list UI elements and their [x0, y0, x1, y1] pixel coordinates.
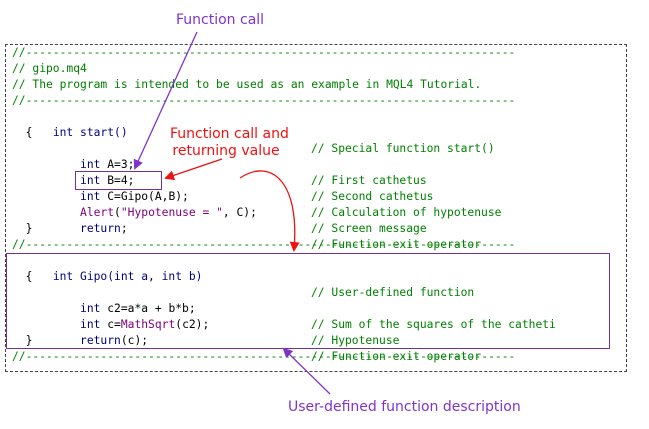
code-line-b: int B=4; // Second cathetus [12, 157, 622, 203]
code-text: ; [120, 222, 128, 235]
code-listing: //--------------------------------------… [12, 45, 556, 429]
code-alert-function: Alert [80, 206, 115, 219]
annotation-call-and-return-line1: Function call and [170, 126, 289, 142]
separator-line: //--------------------------------------… [12, 94, 516, 107]
code-line-gipo-signature: int Gipo(int a, int b) // User-defined f… [12, 253, 622, 299]
code-string: "Hypotenuse = " [120, 206, 223, 219]
code-comment: // Sum of the squares of the catheti [311, 318, 556, 331]
code-line-c: int C=Gipo(A,B); // Calculation of hypot… [12, 173, 622, 219]
code-line-sqrt: int c=MathSqrt(c2); // Hypotenuse [12, 301, 622, 347]
annotation-udf-description: User-defined function description [288, 399, 521, 415]
annotation-function-call: Function call [176, 12, 265, 28]
code-comment: // Function exit operator [311, 238, 482, 251]
annotation-call-and-return-line2: returning value [172, 143, 280, 159]
header-description-comment: // The program is intended to be used as… [12, 78, 482, 91]
code-keyword: int [80, 190, 101, 203]
code-start-signature: int start() [52, 126, 128, 139]
annotation-call-and-return: Function call and returning value [170, 126, 289, 160]
code-keyword: return [80, 222, 121, 235]
code-text: c= [100, 318, 121, 331]
code-comment: // Special function start() [311, 142, 495, 155]
code-comment: // Function exit operator [311, 350, 482, 363]
code-gipo-signature: int Gipo(int a, int b) [52, 270, 203, 283]
code-text: A=3; [100, 158, 135, 171]
code-line-start: int start() // Special function start() [12, 109, 622, 155]
code-line-return1: return; // Function exit operator [12, 205, 622, 251]
separator-line: //--------------------------------------… [12, 350, 516, 363]
separator-line: //--------------------------------------… [12, 238, 516, 251]
code-line-c2: int c2=a*a + b*b; // Sum of the squares … [12, 285, 622, 331]
code-comment: // User-defined function [311, 286, 475, 299]
code-keyword: int [80, 174, 101, 187]
code-text: C= [100, 190, 121, 203]
code-text: c2=a*a + b*b; [100, 302, 196, 315]
arrow-call-return-back [164, 158, 223, 181]
header-filename-comment: // gipo.mq4 [12, 62, 87, 75]
code-mathsqrt-function: MathSqrt [120, 318, 176, 331]
code-brace-close: } [12, 222, 33, 235]
arrow-to-function-call [133, 31, 198, 170]
code-comment: // Screen message [311, 222, 427, 235]
code-keyword: int [80, 302, 101, 315]
code-text: ( [114, 206, 121, 219]
code-comment: // Calculation of hypotenuse [311, 206, 502, 219]
function-call-highlight-box [75, 171, 162, 190]
user-defined-function-highlight-box [6, 253, 610, 349]
separator-line: //--------------------------------------… [12, 46, 516, 59]
code-comment: // First cathetus [311, 174, 427, 187]
arrow-to-udf-description [282, 347, 331, 395]
arrow-call-to-udf [239, 170, 300, 252]
code-keyword: int [80, 158, 101, 171]
code-brace-open: { [12, 270, 33, 283]
code-brace-close: } [12, 334, 33, 347]
code-text: (c2); [175, 318, 210, 331]
code-text: , C); [222, 206, 257, 219]
code-comment: // Hypotenuse [311, 334, 400, 347]
code-line-a: int A=3; // First cathetus [12, 141, 622, 187]
code-brace-open: { [12, 126, 33, 139]
code-listing-frame: //--------------------------------------… [5, 44, 627, 372]
function-call-gipo: Gipo(A,B); [120, 190, 189, 203]
code-line-return2: return(c); // Function exit operator [12, 317, 622, 363]
code-line-alert: Alert("Hypotenuse = ", C); // Screen mes… [12, 189, 622, 235]
code-text: (c); [120, 334, 149, 347]
code-text: B=4; [100, 174, 135, 187]
code-keyword: int [80, 318, 101, 331]
code-keyword: return [80, 334, 121, 347]
code-comment: // Second cathetus [311, 190, 434, 203]
